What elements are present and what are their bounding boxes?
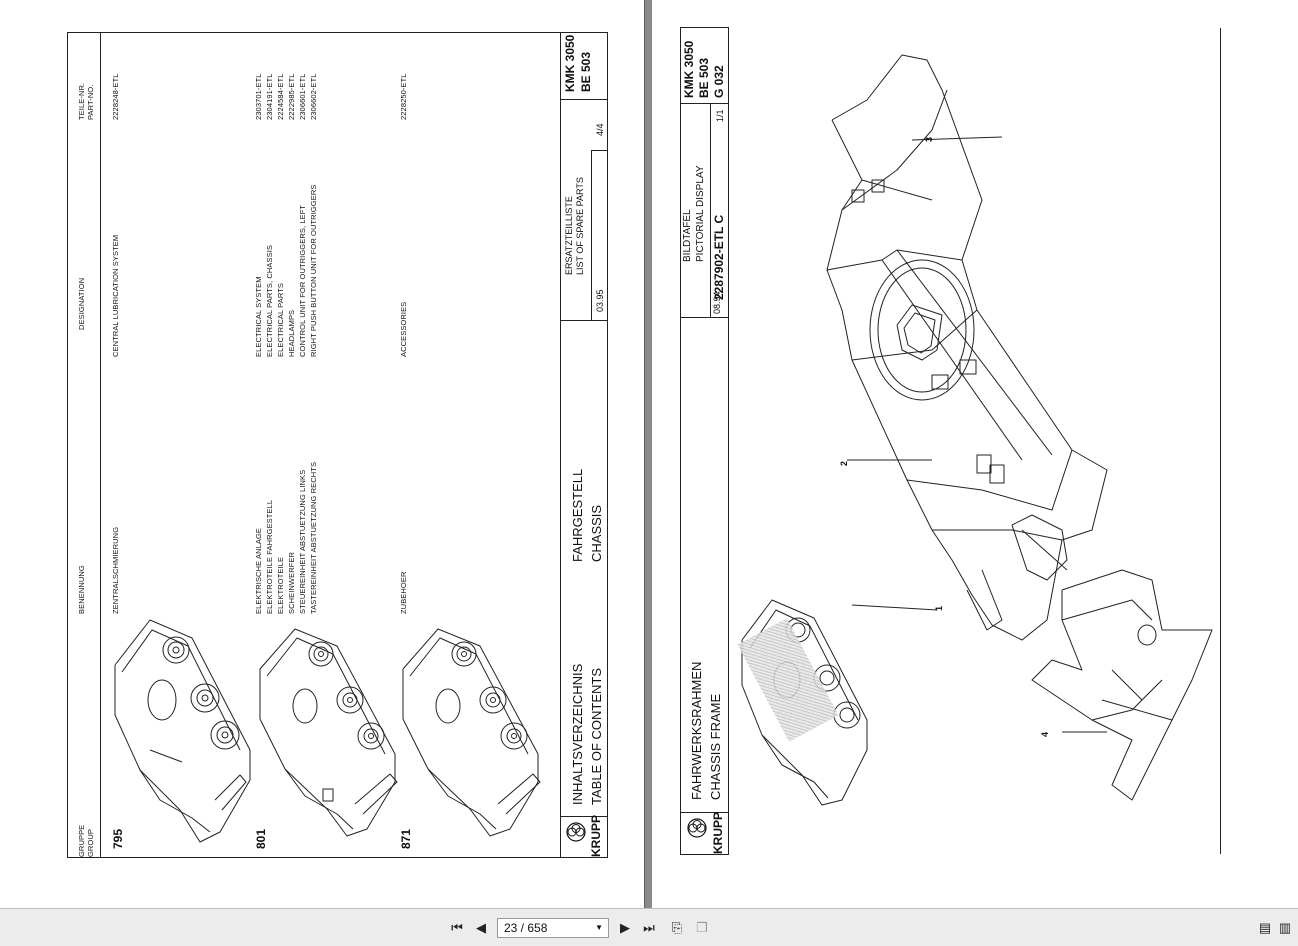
group-871-de: ZUBEHOER <box>399 571 408 614</box>
callout-3-label: 3 <box>924 136 934 142</box>
group-801-part-5: 2306601-ETL <box>298 73 307 120</box>
drawing-code: 2287902-ETL C <box>712 214 726 300</box>
last-page-icon[interactable]: ⏭ <box>643 920 655 935</box>
section-en: CHASSIS <box>589 504 604 562</box>
group-795-en: CENTRAL LUBRICATION SYSTEM <box>111 234 120 357</box>
title-de: INHALTSVERZEICHNIS <box>570 663 585 805</box>
group-801-part-4: 2222985-ETL <box>287 73 296 120</box>
two-page-view-icon[interactable]: ▥ <box>1278 920 1292 935</box>
group-801-en-6: RIGHT PUSH BUTTON UNIT FOR OUTRIGGERS <box>309 184 318 357</box>
model: KMK 3050 <box>563 34 577 92</box>
list-de: ERSATZTEILLISTE <box>564 196 574 275</box>
left-page: GRUPPE GROUP BENENNUNG DESIGNATION TEILE… <box>0 0 644 908</box>
group-801-en-3: ELECTRICAL PARTS <box>276 283 285 357</box>
header-gruppe: GRUPPE <box>77 824 86 857</box>
bild-de: BILDTAFEL <box>682 209 693 262</box>
model: KMK 3050 <box>682 40 696 98</box>
group-801-part-3: 2224584-ETL <box>276 73 285 120</box>
header-part-no: PART-NO. <box>86 84 95 120</box>
group-801-en-2: ELECTRICAL PARTS, CHASSIS <box>265 245 274 357</box>
page-separator <box>644 0 645 908</box>
viewer-toolbar: ⏮ ◀ 23 / 658 ▼ ▶ ⏭ ⎘ ❐ ▤ ▥ <box>0 908 1298 946</box>
sheet: 4/4 <box>595 123 605 136</box>
truck-thumbnail-801 <box>259 628 398 837</box>
rotate-icon[interactable]: ⎘ <box>671 920 683 935</box>
right-page: KRUPP FAHRWERKSRAHMEN CHASSIS FRAME BILD… <box>652 0 1298 908</box>
truck-thumbnail-795 <box>114 619 251 843</box>
chassis-frame-drawing <box>741 54 1213 806</box>
page-indicator: 23 / 658 <box>504 921 548 935</box>
krupp-logo-icon <box>566 822 586 842</box>
section-de: FAHRGESTELL <box>570 468 585 562</box>
group-801-de-3: ELEKTROTEILE <box>276 556 285 614</box>
group-801-de-2: ELEKTROTEILE FAHRGESTELL <box>265 499 274 614</box>
group-801-en-5: CONTROL UNIT FOR OUTRIGGERS, LEFT <box>298 204 307 357</box>
callout-2: 2 <box>839 460 849 466</box>
truck-thumbnail-871 <box>402 628 541 837</box>
header-designation: DESIGNATION <box>77 277 86 330</box>
title-block <box>680 27 729 855</box>
group-801-en-4: HEADLAMPS <box>287 309 296 357</box>
title-block <box>560 32 608 858</box>
brand-krupp: KRUPP <box>589 814 603 857</box>
callout-1: 1 <box>934 605 944 611</box>
date: 08.94 <box>712 291 722 314</box>
copy-icon[interactable]: ❐ <box>696 920 708 935</box>
group-code: G 032 <box>712 65 726 98</box>
group-801-part-2: 2304191-ETL <box>265 73 274 120</box>
variant: BE 503 <box>579 51 593 92</box>
group-801-part-6: 2306602-ETL <box>309 73 318 120</box>
group-801-part-1: 2303701-ETL <box>254 73 263 120</box>
brand-krupp: KRUPP <box>711 811 725 854</box>
group-795-part: 2228248-ETL <box>111 73 120 120</box>
prev-page-icon[interactable]: ◀ <box>476 920 486 935</box>
variant: BE 503 <box>697 57 711 98</box>
header-group: GROUP <box>86 828 95 857</box>
drawing-border <box>1220 28 1221 854</box>
krupp-logo-icon <box>687 818 707 838</box>
sheet: 1/1 <box>715 109 725 122</box>
chevron-down-icon: ▼ <box>595 923 603 932</box>
title-en: TABLE OF CONTENTS <box>589 668 604 805</box>
title-de: FAHRWERKSRAHMEN <box>689 661 704 800</box>
group-801-de-5: STEUEREINHEIT ABSTUETZUNG LINKS <box>298 469 307 614</box>
header-benennung: BENENNUNG <box>77 565 86 614</box>
next-page-icon[interactable]: ▶ <box>620 920 630 935</box>
group-871-en: ACCESSORIES <box>399 301 408 357</box>
group-801-en-1: ELECTRICAL SYSTEM <box>254 276 263 357</box>
column-divider <box>100 32 101 858</box>
header-teile-nr: TEILE-NR. <box>77 82 86 120</box>
group-871-part: 2228250-ETL <box>399 73 408 120</box>
callout-4: 4 <box>1040 731 1050 737</box>
group-801-de-4: SCHEINWERFER <box>287 551 296 614</box>
list-en: LIST OF SPARE PARTS <box>575 177 585 275</box>
date: 03.95 <box>595 289 605 312</box>
single-page-view-icon[interactable]: ▤ <box>1258 920 1272 935</box>
page-number-select[interactable]: 23 / 658 ▼ <box>497 918 609 938</box>
first-page-icon[interactable]: ⏮ <box>451 920 463 935</box>
group-801-de-6: TASTEREINHEIT ABSTUETZUNG RECHTS <box>309 461 318 614</box>
bild-en: PICTORIAL DISPLAY <box>695 165 706 262</box>
title-en: CHASSIS FRAME <box>708 693 723 800</box>
